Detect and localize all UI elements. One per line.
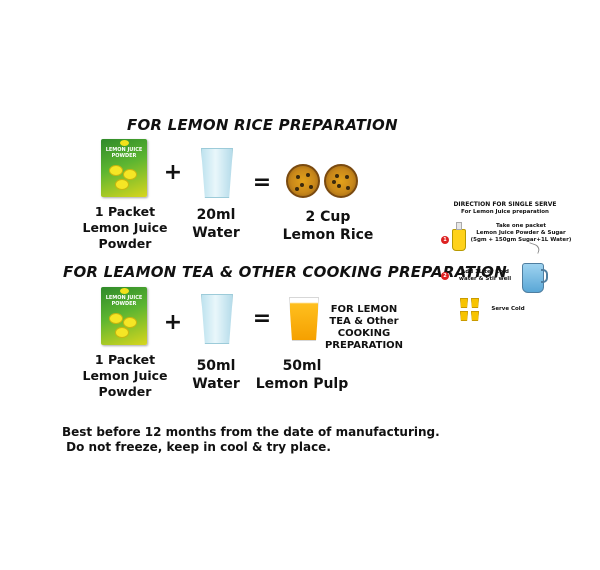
equals-sign: = [252,306,272,331]
lemon-rice-bowl-image [286,164,320,198]
lemon-juice-packet-image: LEMON JUICE POWDER [101,287,147,345]
equals-sign: = [252,170,272,195]
packet-brand-line2: POWDER [111,153,137,159]
serving-glass-icon [460,298,468,308]
lemon-juice-packet-image: LEMON JUICE POWDER [101,139,147,197]
brand-logo-icon [120,288,129,294]
lemon-icon [109,165,123,176]
plus-sign: + [163,160,183,185]
water-glass-image [201,148,233,198]
tea-side-note: FOR LEMON TEA & Other COOKING PREPARATIO… [324,304,404,351]
packet-brand-line1: LEMON JUICE [105,295,143,301]
lemon-juice-glass-image [289,297,319,341]
step-3-text: Serve Cold [491,306,525,312]
serving-glass-icon [471,311,479,321]
lemon-icon [115,179,129,190]
packet-brand-line1: LEMON JUICE [105,147,143,153]
step-2-badge: 2 [441,272,449,280]
directions-subtitle: For Lemon Juice preparation [461,209,549,215]
lemon-icon [115,327,129,338]
jug-handle-icon [541,269,548,283]
lemon-icon [123,317,137,328]
rice-section-title: FOR LEMON RICE PREPARATION [127,116,398,134]
water-glass-image [201,294,233,344]
sachet-icon [456,222,462,230]
tea-packet-label: 1 Packet Lemon Juice Powder [82,352,168,399]
plus-sign: + [163,310,183,335]
step-1-badge: 1 [441,236,449,244]
serving-glass-icon [460,311,468,321]
lemon-icon [123,169,137,180]
rice-result-label: 2 Cup Lemon Rice [282,209,374,243]
tea-result-label: 50ml Lemon Pulp [255,358,349,392]
tea-water-label: 50ml Water [192,358,240,392]
rice-water-label: 20ml Water [192,207,240,241]
lemon-icon [109,313,123,324]
footer-best-before: Best before 12 months from the date of m… [62,425,440,439]
directions-title: DIRECTION FOR SINGLE SERVE [453,201,557,208]
serving-glass-icon [471,298,479,308]
step-1-text: Take one packet Lemon Juice Powder & Sug… [470,223,572,243]
pitcher-yellow-icon [452,229,466,251]
lemon-rice-bowl-image [324,164,358,198]
brand-logo-icon [120,140,129,146]
step-2-text: Add 1Liter Cold water & Stir well [458,269,512,282]
rice-packet-label: 1 Packet Lemon Juice Powder [82,204,168,251]
footer-storage-note: Do not freeze, keep in cool & try place. [62,440,331,454]
packet-brand-line2: POWDER [111,301,137,307]
tea-section-title: FOR LEAMON TEA & OTHER COOKING PREPARATI… [63,263,507,281]
